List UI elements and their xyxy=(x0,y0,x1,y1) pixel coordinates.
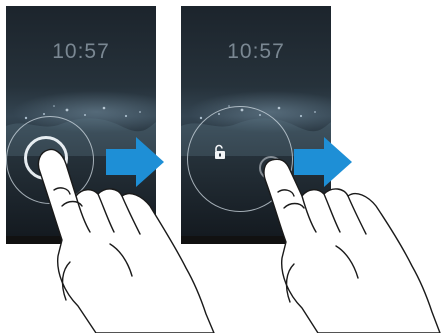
lockscreen-after: 10:57 xyxy=(181,6,331,244)
clock: 10:57 xyxy=(6,40,156,64)
clock: 10:57 xyxy=(181,40,331,64)
lockscreen-before: 10:57 xyxy=(6,6,156,244)
lock-handle[interactable] xyxy=(259,156,283,180)
lock-handle[interactable] xyxy=(24,136,68,180)
arrow-right-icon xyxy=(106,137,166,187)
arrow-right-icon xyxy=(294,137,354,187)
unlock-icon xyxy=(213,144,227,160)
